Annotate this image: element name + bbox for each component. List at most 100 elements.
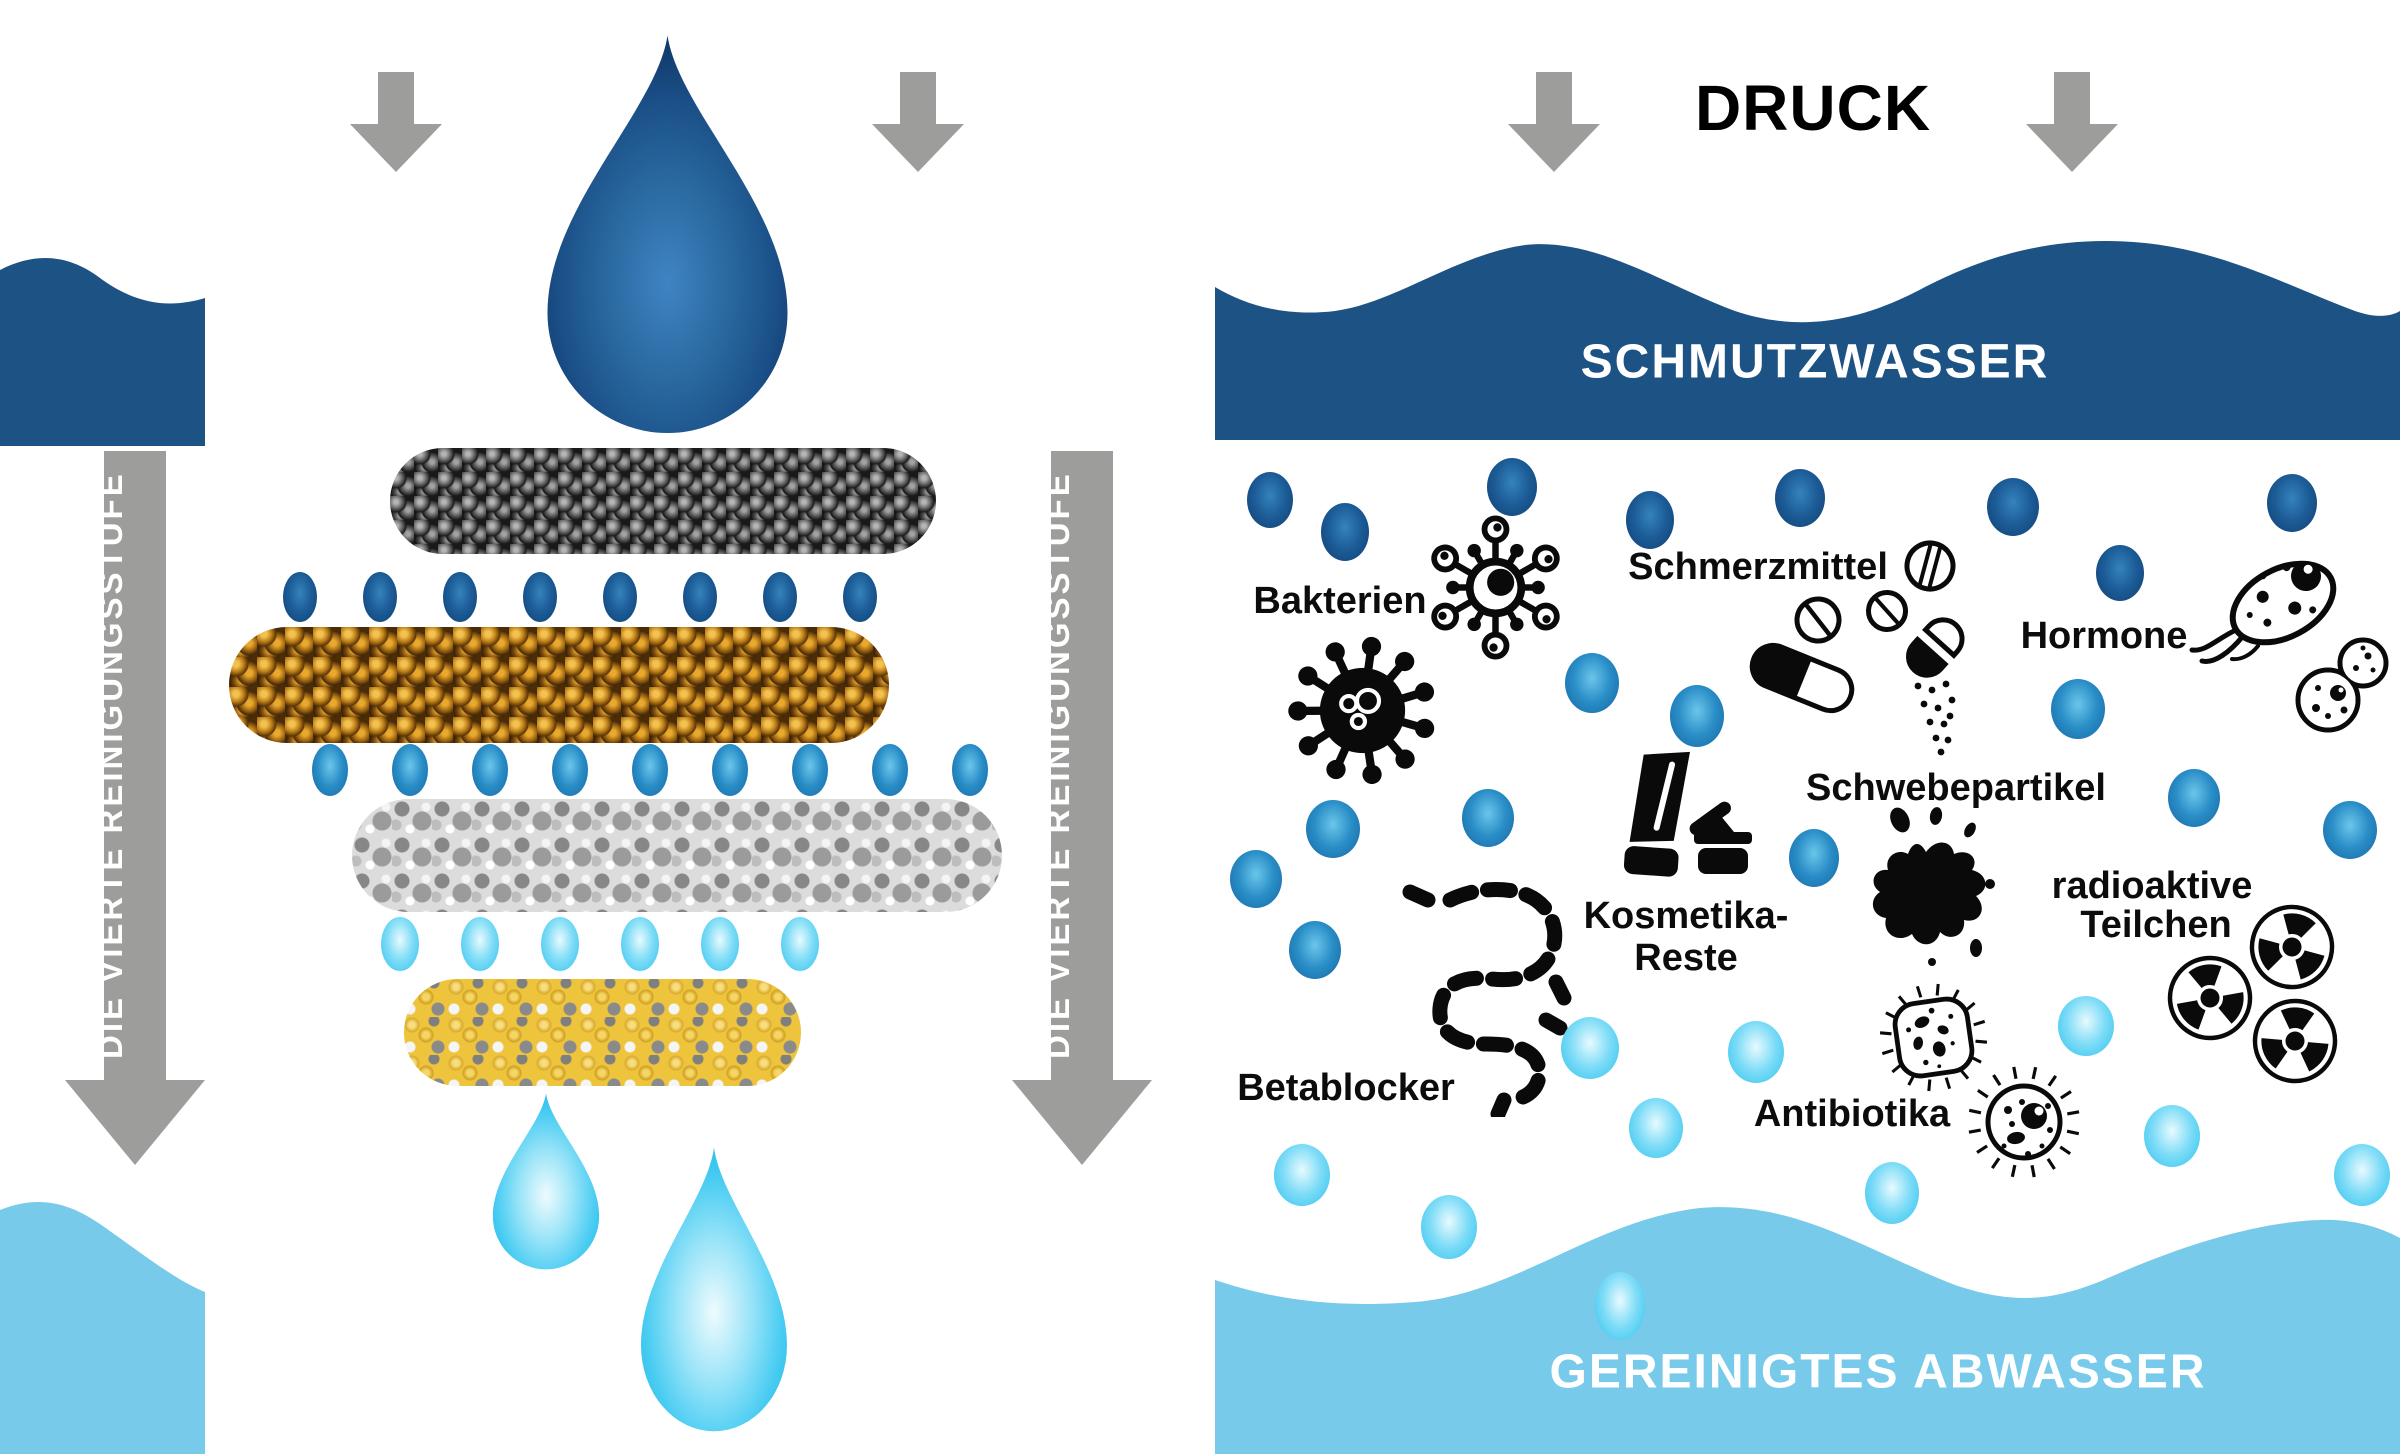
label-radioaktive-line1: radioaktive: [2051, 865, 2253, 908]
generated-arm: [2012, 1065, 2018, 1081]
water-drop: [1289, 921, 1341, 979]
generated-arm: [1897, 994, 1908, 1007]
water-drop: [1321, 503, 1369, 561]
generated-arm: [2058, 1145, 2072, 1156]
water-drop: [1487, 458, 1537, 516]
clean-water-outlet-shape: [0, 1201, 205, 1454]
generated-arm: [1975, 1144, 1989, 1155]
generated-arm: [1927, 1077, 1932, 1093]
generated-arm: [1944, 1076, 1952, 1091]
water-drop: [2168, 769, 2220, 827]
water-drop: [1789, 829, 1839, 887]
generated-arm: [2047, 1074, 2058, 1088]
generated-arm: [1485, 613, 1507, 656]
hormone-peanut-cell: [2295, 637, 2389, 733]
water-drop: [283, 572, 317, 622]
generated-arm: [1890, 1063, 1903, 1074]
water-drop: [763, 572, 797, 622]
water-drop: [683, 572, 717, 622]
generated-arm: [2059, 1089, 2073, 1100]
water-drop: [1421, 1195, 1477, 1259]
hormone-cells-icon: [2189, 560, 2389, 733]
stage-arrow-label-left: DIE VIERTE REINIGUNGSSTUFE: [92, 471, 129, 1059]
antibiotic-microbe-icon: [1967, 1065, 2081, 1179]
generated-arm: [1485, 518, 1507, 561]
generated-arm: [1964, 1001, 1977, 1012]
water-drop: [1775, 469, 1825, 527]
water-drop: [541, 917, 579, 971]
pressure-down-arrow-icon: [2026, 72, 2118, 172]
water-drop: [1274, 1144, 1330, 1206]
water-drop: [1247, 472, 1293, 528]
generated-arm: [1990, 1156, 2001, 1170]
filter-layer-yellow-granulate: [404, 979, 801, 1086]
water-drop: [621, 917, 659, 971]
generated-arm: [1967, 1128, 1983, 1134]
water-drop: [552, 744, 588, 796]
water-drop: [952, 744, 988, 796]
generated-arm: [1976, 1088, 1990, 1099]
clean-water-band-label: GEREINIGTES ABWASSER: [1549, 1345, 2207, 1399]
water-drop: [1728, 1021, 1784, 1083]
virus-eye-icon: [1418, 510, 1573, 665]
water-drop: [872, 744, 908, 796]
water-drop: [2323, 801, 2377, 859]
clean-water-band: [1215, 1207, 2400, 1454]
pill-powder-dots: [1914, 680, 1956, 756]
generated-arm: [2031, 1065, 2038, 1081]
generated-arm: [1973, 1039, 1989, 1044]
water-drop: [2334, 1144, 2390, 1206]
water-drop: [603, 572, 637, 622]
filter-layer-carbon: [390, 448, 936, 554]
water-drop: [632, 744, 668, 796]
label-betablocker: Betablocker: [1237, 1067, 1455, 1110]
generated-arm: [1991, 1073, 2002, 1087]
water-drop: [1230, 850, 1282, 908]
label-kosmetika-line1: Kosmetika-: [1583, 895, 1789, 938]
water-drop: [1561, 1017, 1619, 1079]
particle-splat-icon: [1872, 807, 1995, 966]
cosmetics-tube-icon: [1623, 751, 1752, 877]
water-drop: [392, 744, 428, 796]
generated-arm: [1880, 1048, 1895, 1056]
dirty-water-band: [1215, 240, 2400, 440]
pressure-down-arrow-icon: [1508, 72, 1600, 172]
water-drop: [781, 917, 819, 971]
filter-layer-gray-pebbles: [352, 799, 1002, 912]
generated-arm: [1972, 1019, 1987, 1027]
generated-arm: [2065, 1110, 2081, 1116]
water-drop: [2267, 474, 2317, 532]
generated-arm: [2030, 1163, 2036, 1179]
water-drop: [443, 572, 477, 622]
water-drop: [2051, 679, 2105, 739]
label-bakterien: Bakterien: [1253, 580, 1427, 623]
bacteria-corona-icon: [1280, 628, 1445, 793]
water-drop: [1987, 478, 2039, 536]
label-kosmetika-line2: Reste: [1634, 937, 1738, 980]
pressure-down-arrow-icon: [872, 72, 964, 172]
label-radioaktive-line2: Teilchen: [2080, 904, 2232, 947]
generated-arm: [2010, 1163, 2017, 1179]
water-drop: [701, 917, 739, 971]
generated-arm: [1915, 984, 1923, 999]
painkiller-pills-icon: [1749, 540, 1965, 756]
pressure-down-arrow-icon: [350, 72, 442, 172]
water-drop: [1626, 491, 1674, 549]
water-drop: [1306, 800, 1360, 858]
betablocker-chain-icon: [1402, 882, 1572, 1117]
water-drop: [472, 744, 508, 796]
pressure-title: DRUCK: [1694, 72, 1932, 144]
generated-arm: [1878, 1031, 1894, 1036]
label-hormone: Hormone: [2020, 615, 2188, 658]
label-schwebepartikel: Schwebepartikel: [1806, 767, 2106, 810]
water-drop: [1865, 1162, 1919, 1224]
generated-arm: [2065, 1129, 2081, 1136]
clean-water-drop: [641, 1147, 787, 1432]
water-drop: [712, 744, 748, 796]
water-drop: [1462, 789, 1514, 847]
water-drop: [1670, 685, 1724, 747]
dirty-water-band-label: SCHMUTZWASSER: [1580, 335, 2050, 389]
generated-arm: [1935, 982, 1940, 998]
water-drop: [792, 744, 828, 796]
